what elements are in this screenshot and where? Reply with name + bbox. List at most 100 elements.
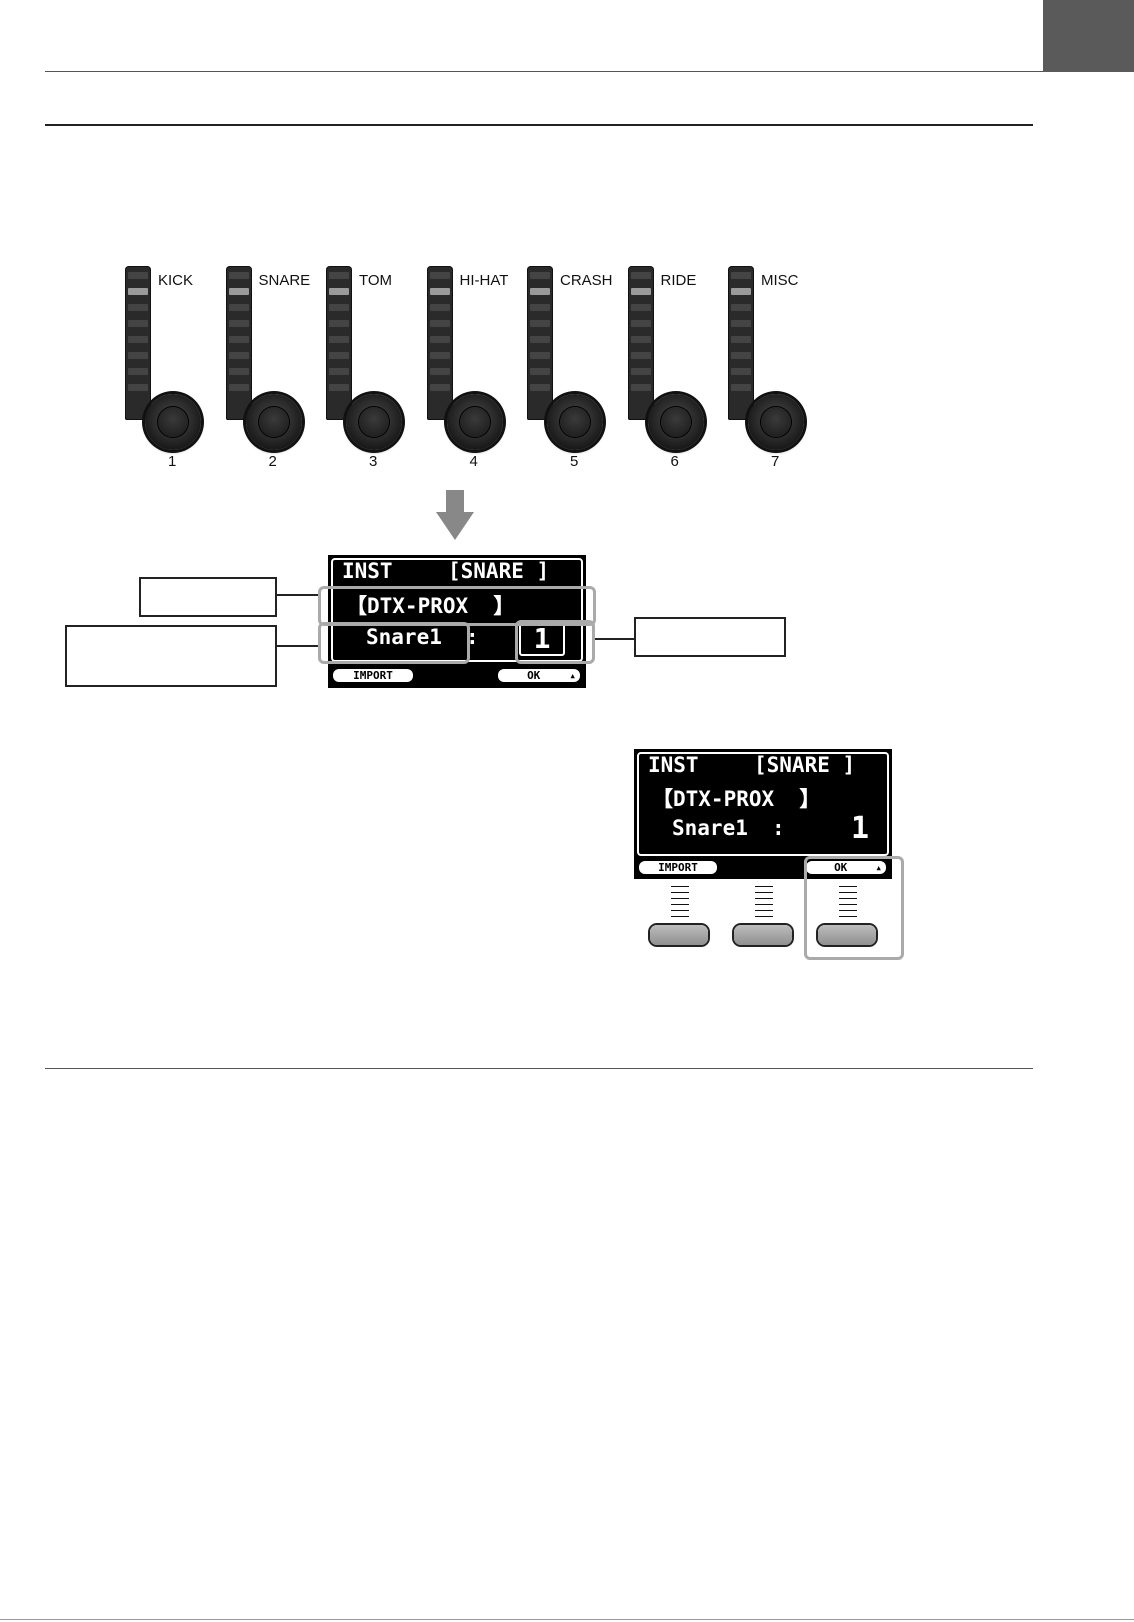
- voice-highlight: [318, 622, 470, 664]
- level-meter: [326, 266, 352, 420]
- knob-label: RIDE: [660, 272, 697, 289]
- meter-segment: [228, 336, 249, 343]
- meter-segment: [128, 320, 148, 327]
- knob-label: TOM: [359, 272, 393, 289]
- meter-segment: [228, 320, 249, 327]
- meter-segment: [429, 272, 450, 279]
- section-rule-top: [45, 124, 1033, 126]
- down-arrow-head-icon: [436, 512, 474, 540]
- knob-label: MISC: [761, 272, 799, 289]
- meter-segment: [329, 288, 349, 295]
- meter-segment: [630, 336, 651, 343]
- meter-segment: [329, 384, 349, 391]
- lcd-kit-name: 【DTX-PROX 】: [346, 594, 515, 618]
- rotary-knob-icon[interactable]: [748, 394, 804, 450]
- level-meter: [627, 266, 654, 420]
- lcd-title: INST: [342, 559, 393, 583]
- button-3-ticks: [839, 886, 857, 920]
- meter-segment: [128, 368, 148, 375]
- lcd-number-field: 1: [519, 622, 565, 656]
- rotary-knob-icon[interactable]: [547, 394, 603, 450]
- meter-segment: [429, 336, 450, 343]
- softkey-small-import[interactable]: IMPORT: [639, 861, 717, 874]
- meter-segment: [128, 272, 148, 279]
- meter-segment: [429, 288, 450, 295]
- rotary-knob-icon[interactable]: [245, 394, 302, 450]
- rotary-knob-icon[interactable]: [346, 394, 402, 450]
- meter-segment: [329, 368, 349, 375]
- lcd-small-colon: :: [772, 816, 785, 840]
- meter-segment: [228, 384, 249, 391]
- softkey-import[interactable]: IMPORT: [333, 669, 413, 682]
- meter-segment: [228, 288, 249, 295]
- rotary-knob-icon[interactable]: [446, 394, 503, 450]
- meter-segment: [329, 336, 349, 343]
- knob-unit-misc: MISC 7: [728, 266, 818, 476]
- function-button-3[interactable]: [818, 925, 876, 945]
- meter-segment: [128, 304, 148, 311]
- meter-segment: [731, 384, 751, 391]
- meter-segment: [228, 352, 249, 359]
- voice-callout-connector: [275, 645, 321, 647]
- meter-segment: [530, 384, 550, 391]
- button-1-ticks: [671, 886, 689, 920]
- meter-segment: [530, 320, 550, 327]
- kit-callout-box: [139, 577, 277, 617]
- rotary-knob-icon[interactable]: [145, 394, 201, 450]
- kit-callout-connector: [275, 594, 321, 596]
- function-button-2[interactable]: [734, 925, 792, 945]
- lcd-small-pad-name: [SNARE ]: [754, 753, 856, 777]
- meter-segment: [228, 368, 249, 375]
- meter-segment: [228, 304, 249, 311]
- meter-segment: [329, 320, 349, 327]
- meter-segment: [530, 272, 550, 279]
- softkey-ok[interactable]: OK ▴: [498, 669, 580, 682]
- meter-segment: [731, 304, 751, 311]
- meter-segment: [429, 304, 450, 311]
- level-meter: [225, 266, 252, 420]
- meter-segment: [128, 384, 148, 391]
- meter-segment: [630, 272, 651, 279]
- button-2-ticks: [755, 886, 773, 920]
- page-corner-tab: [1043, 0, 1134, 72]
- knob-number: 6: [670, 453, 679, 470]
- meter-segment: [630, 320, 651, 327]
- down-arrow-icon: [446, 490, 464, 512]
- meter-segment: [731, 336, 751, 343]
- function-button-1[interactable]: [650, 925, 708, 945]
- knob-unit-tom: TOM 3: [326, 266, 416, 476]
- lcd-voice-name: Snare1: [366, 625, 442, 649]
- knob-label: CRASH: [560, 272, 613, 289]
- meter-segment: [530, 336, 550, 343]
- meter-segment: [630, 304, 651, 311]
- triangle-up-icon: ▴: [569, 669, 576, 682]
- lcd-pad-name: [SNARE ]: [448, 559, 550, 583]
- knob-label: HI-HAT: [459, 272, 509, 289]
- lcd-frame-small: [637, 752, 889, 856]
- meter-segment: [329, 304, 349, 311]
- meter-segment: [128, 336, 148, 343]
- header-rule: [45, 71, 1043, 72]
- knob-number: 3: [369, 453, 378, 470]
- meter-segment: [731, 368, 751, 375]
- section-rule-bottom: [45, 1068, 1033, 1069]
- meter-segment: [530, 288, 550, 295]
- number-callout-connector: [594, 638, 636, 640]
- meter-segment: [630, 288, 651, 295]
- knob-number: 1: [168, 453, 177, 470]
- meter-segment: [128, 352, 148, 359]
- meter-segment: [530, 368, 550, 375]
- meter-segment: [429, 320, 450, 327]
- meter-segment: [228, 272, 249, 279]
- level-meter: [527, 266, 553, 420]
- softkey-small-ok[interactable]: OK ▴: [806, 861, 886, 874]
- knob-unit-ride: RIDE 6: [627, 266, 718, 476]
- knob-number: 2: [268, 453, 277, 470]
- knob-label: SNARE: [258, 272, 311, 289]
- knob-number: 7: [771, 453, 780, 470]
- rotary-knob-icon[interactable]: [647, 394, 704, 450]
- knob-number: 5: [570, 453, 579, 470]
- meter-segment: [429, 352, 450, 359]
